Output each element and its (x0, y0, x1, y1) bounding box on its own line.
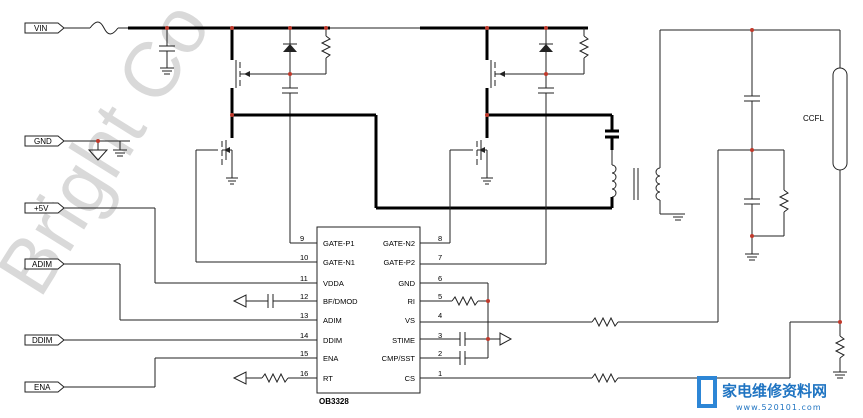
pin-number-right: 8 (438, 234, 442, 243)
pin-label-right: GND (398, 279, 415, 288)
port-plus5v: +5V (24, 202, 65, 214)
pin-label-left: VDDA (323, 279, 344, 288)
ic-right-wiring (420, 242, 790, 384)
pin-number-left: 12 (300, 292, 308, 301)
logo-cn-text: 家电维修资料网 (722, 382, 827, 400)
pin-label-right: GATE-N2 (383, 239, 415, 248)
pin-label-left: DDIM (323, 336, 342, 345)
pin-number-left: 16 (300, 369, 308, 378)
pin-label-left: RT (323, 374, 333, 383)
fuse-symbol (89, 21, 119, 35)
pin-number-right: 7 (438, 253, 442, 262)
pin-number-left: 10 (300, 253, 308, 262)
port-plus5v-label: +5V (34, 204, 49, 213)
port-vin: VIN (24, 22, 65, 34)
pin-label-right: GATE-P2 (383, 258, 415, 267)
transformer (610, 29, 840, 221)
left-half-bridge (195, 28, 612, 262)
pin-label-left: ADIM (323, 316, 342, 325)
site-logo: 家电维修资料网 www.520101.com (697, 376, 827, 412)
pin-number-right: 1 (438, 369, 442, 378)
pin-label-left: GATE-P1 (323, 239, 355, 248)
ic-ob3328: OB3328 9GATE-P110GATE-N111VDDA12BF/DMOD1… (300, 226, 443, 406)
port-vin-label: VIN (34, 24, 48, 33)
output-network: CCFL (717, 30, 848, 379)
pin-number-left: 15 (300, 349, 308, 358)
ic-body (316, 226, 421, 394)
pin-number-right: 4 (438, 311, 442, 320)
port-gnd: GND (24, 135, 65, 147)
pin-label-right: VS (405, 316, 415, 325)
pin-label-right: STIME (392, 336, 415, 345)
pin-label-left: GATE-N1 (323, 258, 355, 267)
pin-number-left: 13 (300, 311, 308, 320)
pin-label-right: CMP/SST (382, 354, 416, 363)
port-gnd-label: GND (34, 137, 52, 146)
port-adim: ADIM (24, 258, 65, 270)
ccfl-label: CCFL (803, 114, 824, 123)
pin-label-left: ENA (323, 354, 338, 363)
pin-number-left: 9 (300, 234, 304, 243)
right-half-bridge (449, 28, 619, 264)
vin-rail (64, 21, 588, 35)
port-ena-label: ENA (34, 383, 51, 392)
logo-url-text: www.520101.com (736, 403, 822, 412)
port-ddim: DDIM (24, 334, 65, 346)
ccfl-lamp (832, 67, 848, 171)
ic-name: OB3328 (319, 397, 349, 406)
pin-number-right: 3 (438, 331, 442, 340)
input-capacitor (159, 28, 175, 75)
port-adim-label: ADIM (32, 260, 52, 269)
pin-number-right: 2 (438, 349, 442, 358)
port-ddim-label: DDIM (32, 336, 53, 345)
pin-number-left: 11 (300, 274, 308, 283)
port-ena: ENA (24, 381, 65, 393)
junction-dots (96, 26, 842, 341)
pin-number-right: 5 (438, 292, 442, 301)
pin-label-right: CS (405, 374, 415, 383)
ic-left-wiring (64, 207, 317, 388)
pin-number-left: 14 (300, 331, 308, 340)
pin-number-right: 6 (438, 274, 442, 283)
pin-label-right: RI (408, 297, 416, 306)
pin-label-left: BF/DMOD (323, 297, 358, 306)
